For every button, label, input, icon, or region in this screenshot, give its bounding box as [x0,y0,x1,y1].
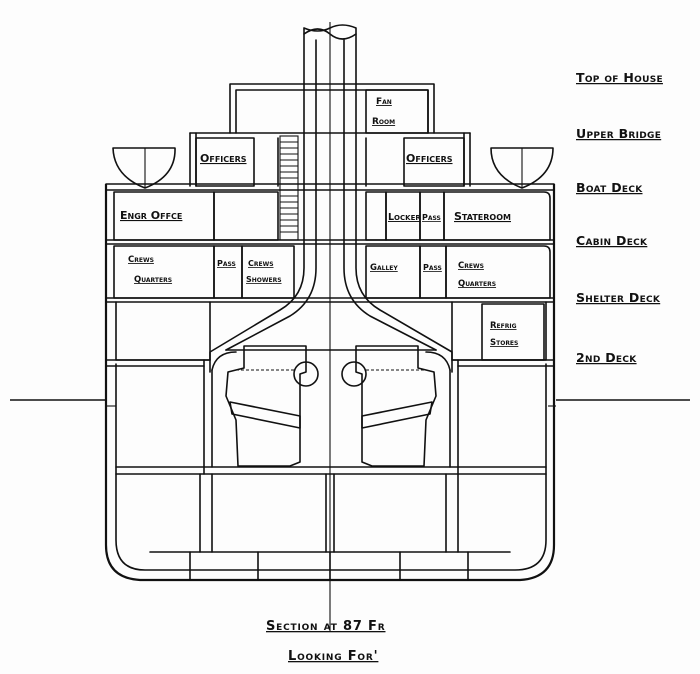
boiler-port [225,345,307,467]
deck-label-cabin-deck: Cabin Deck [576,233,648,248]
engineers-office-label: Engr Offce [120,209,182,222]
funnel-top [303,24,357,40]
crews-showers-room [241,245,295,299]
pass-stbd-label: Pass [423,263,442,272]
port-tween-room [115,301,211,361]
galley-label: Galley [370,263,398,273]
stbd-small-room [365,191,387,241]
fan-room-label-1: Fan [376,97,392,107]
pass-upper-label: Pass [422,213,441,222]
funnel-outer [209,33,305,373]
officers-port-label: Officers [200,152,247,165]
pass-port-label: Pass [217,259,236,268]
stbd-tween-room [451,301,547,361]
crews-quarters-port-label-1: Crews [128,255,154,265]
officers-stbd-label: Officers [406,152,453,165]
refrig-stores-room [481,303,545,361]
funnel-inner-stbd [343,39,437,351]
funnel-inner [225,39,317,351]
crews-quarters-port-room [113,245,215,299]
stateroom-label: Stateroom [454,210,511,223]
fan-room-label-2: Room [372,117,395,127]
deck-label-top-of-house: Top of House [576,70,663,85]
crews-showers-label-2: Showers [246,275,282,284]
caption-line-1: Section at 87 Fr [266,619,385,634]
boiler-casing [203,359,459,475]
steam-drum-stbd [341,361,367,387]
deck-label-boat-deck: Boat Deck [576,180,643,195]
caption-line-2: Looking For' [288,649,378,664]
stateroom-box [443,191,551,241]
top-house-inner [235,89,429,134]
refrig-stores-label-1: Refrig [490,321,517,331]
deck-label-second-deck: 2nd Deck [576,350,637,365]
crews-quarters-stbd-box [445,245,551,299]
pass-port-room [213,245,243,299]
crews-quarters-stbd-label-2: Quarters [458,279,496,289]
crews-quarters-stbd-label-1: Crews [458,261,484,271]
upper-bridge-house [189,132,471,187]
top-of-house [229,83,435,134]
locker-label: Locker [388,212,421,223]
boiler-port-band [229,401,301,429]
funnel-outer-stbd [355,33,453,373]
crews-quarters-port-label-2: Quarters [134,275,172,285]
ladder [279,135,299,241]
deck-label-shelter-deck: Shelter Deck [576,290,661,305]
crews-showers-label-1: Crews [248,259,274,268]
officers-stbd-room [403,137,465,187]
lifeboat-port [112,147,176,189]
refrig-stores-label-2: Stores [490,338,518,348]
double-bottom-verticals [199,473,459,553]
floor-blocks [189,551,469,581]
steam-drum-port [293,361,319,387]
boiler-stbd [355,345,437,467]
pass-stbd-room [419,245,447,299]
officers-port-room [195,137,255,187]
port-midroom [213,191,279,241]
boiler-casing-top [211,349,451,371]
boiler-stbd-band [361,401,433,429]
deck-label-upper-bridge: Upper Bridge [576,126,661,141]
